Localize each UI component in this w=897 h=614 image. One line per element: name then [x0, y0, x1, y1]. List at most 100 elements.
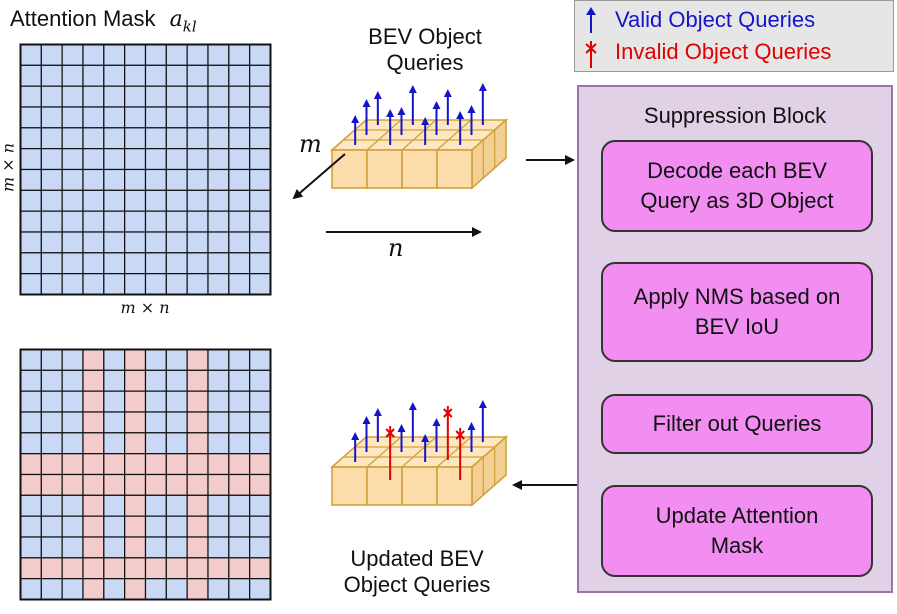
mask-cell — [124, 473, 147, 496]
mask-cell — [186, 578, 209, 601]
mask-cell — [186, 85, 209, 108]
mask-cell — [40, 106, 63, 129]
mask-cell — [207, 148, 230, 171]
valid-query-arrowhead — [397, 107, 406, 115]
mask-cell — [186, 148, 209, 171]
mask-cell — [124, 106, 147, 129]
mask-cell — [103, 64, 126, 87]
mask-cell — [165, 85, 188, 108]
mask-cell — [186, 473, 209, 496]
valid-query-arrowhead — [408, 85, 417, 93]
mask-cell — [61, 515, 84, 538]
mask-cell — [124, 43, 147, 66]
mask-cell — [82, 494, 105, 517]
mask-cell — [40, 411, 63, 434]
mask-cell — [144, 168, 167, 191]
mask-cell — [82, 168, 105, 191]
mask-cell — [40, 578, 63, 601]
updated-bev-query-block — [329, 400, 509, 507]
mask-border — [19, 43, 272, 296]
mask-cell — [19, 411, 42, 434]
mask-cell — [61, 473, 84, 496]
mask-cell — [165, 515, 188, 538]
mask-cell — [61, 252, 84, 275]
mask-cell — [144, 106, 167, 129]
mask-cell — [103, 85, 126, 108]
updated-attention-mask-grid — [19, 348, 272, 601]
mask-cell — [249, 85, 272, 108]
mask-cell — [82, 390, 105, 413]
mask-cell — [103, 473, 126, 496]
mask-cell — [249, 231, 272, 254]
mask-cell — [207, 85, 230, 108]
mask-cell — [144, 515, 167, 538]
mask-cell — [124, 348, 147, 371]
mask-cell — [19, 578, 42, 601]
mask-cell — [40, 168, 63, 191]
mask-cell — [124, 515, 147, 538]
legend-valid-label: Valid Object Queries — [615, 7, 816, 32]
mask-cell — [61, 168, 84, 191]
mask-cell — [103, 189, 126, 212]
mask-cell — [186, 273, 209, 296]
attention-mask-title: Attention Mask akl — [10, 6, 197, 35]
mask-cell — [165, 148, 188, 171]
mask-cell — [82, 64, 105, 87]
mask-cell — [144, 348, 167, 371]
mask-cell — [124, 189, 147, 212]
mask-cell — [40, 127, 63, 150]
mask-cell — [165, 494, 188, 517]
mask-cell — [103, 148, 126, 171]
mask-cell — [82, 453, 105, 476]
mask-cell — [228, 85, 251, 108]
valid-query-arrowhead — [443, 89, 452, 97]
mask-cell — [19, 64, 42, 87]
cube-front-cell — [436, 466, 473, 506]
mask-cell — [19, 252, 42, 275]
mask-cell — [124, 369, 147, 392]
mask-cell — [186, 432, 209, 455]
mask-cell — [103, 536, 126, 559]
mask-cell — [61, 578, 84, 601]
invalid-query-cross — [443, 408, 453, 418]
mask-cell — [40, 273, 63, 296]
mask-cell — [82, 210, 105, 233]
mask-cell — [19, 189, 42, 212]
mask-cell — [249, 252, 272, 275]
mask-cell — [103, 348, 126, 371]
mask-cell — [82, 189, 105, 212]
mask-cell — [228, 64, 251, 87]
mask-cell — [19, 536, 42, 559]
mask-cell — [186, 453, 209, 476]
mask-cell — [249, 369, 272, 392]
mask-cell — [82, 231, 105, 254]
mask-cell — [61, 43, 84, 66]
invalid-query-cross — [385, 428, 395, 438]
valid-query-arrowhead — [467, 105, 476, 113]
mask-cell — [103, 432, 126, 455]
mask-cell — [144, 43, 167, 66]
mask-cell — [207, 273, 230, 296]
mask-cell — [61, 273, 84, 296]
mask-cell — [124, 168, 147, 191]
mask-cell — [40, 348, 63, 371]
mask-cell — [207, 64, 230, 87]
mask-cell — [165, 231, 188, 254]
cube-top-grid-line — [366, 119, 402, 151]
mask-cell — [19, 473, 42, 496]
mask-cell — [19, 273, 42, 296]
mask-cell — [19, 43, 42, 66]
mask-cell — [207, 43, 230, 66]
mask-cell — [61, 432, 84, 455]
mask-cell — [186, 348, 209, 371]
mask-cell — [144, 252, 167, 275]
mask-cell — [61, 231, 84, 254]
mask-cell — [207, 390, 230, 413]
mask-cell — [144, 536, 167, 559]
mask-cell — [144, 148, 167, 171]
mask-cell — [228, 557, 251, 580]
mask-cell — [40, 148, 63, 171]
mask-cell — [144, 210, 167, 233]
mask-cell — [19, 210, 42, 233]
mask-cell — [165, 536, 188, 559]
